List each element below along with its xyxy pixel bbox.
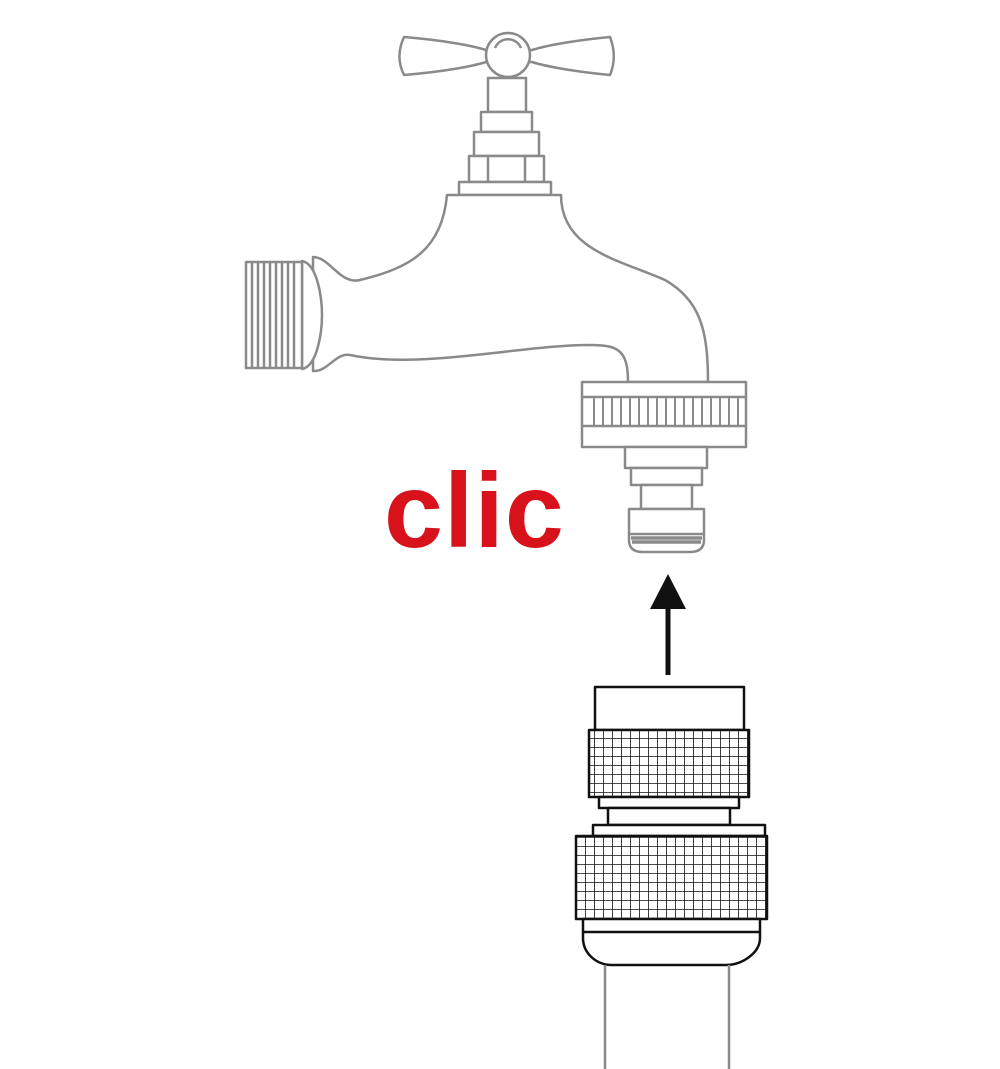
tap-nut <box>457 110 553 197</box>
clic-label: clic <box>384 452 565 570</box>
hose-connector-icon <box>574 685 769 967</box>
arrow-up-icon <box>650 574 686 675</box>
tap-adapter-icon <box>580 380 748 554</box>
tap-handle <box>398 31 615 79</box>
tap-stem <box>486 76 528 114</box>
tap-thread <box>244 259 324 371</box>
faucet-icon <box>244 31 710 384</box>
tap-body <box>311 193 710 384</box>
hose-icon <box>603 965 731 1069</box>
